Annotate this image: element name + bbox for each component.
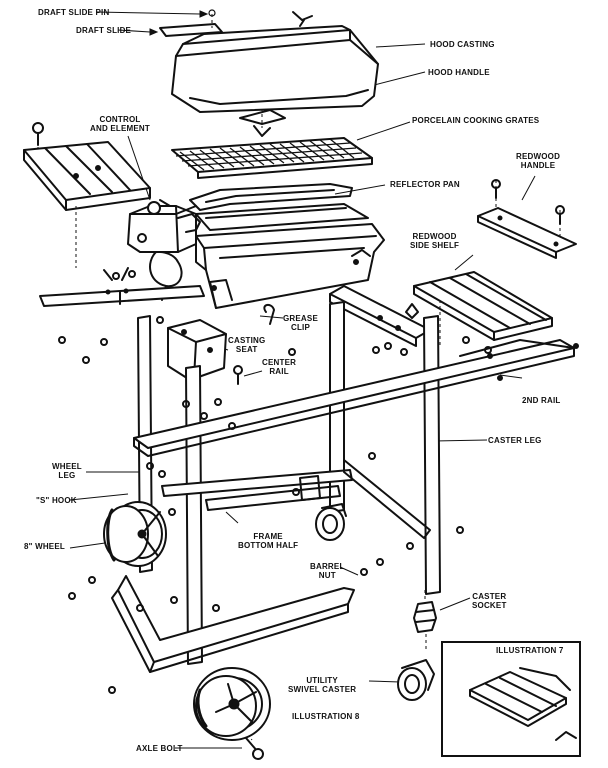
utility-swivel-caster-part [397,659,435,701]
illustration-7-label: ILLUSTRATION 7 [496,646,564,655]
bottom-frame-tray-part [111,575,355,673]
draft-slide-label: DRAFT SLIDE [76,26,132,35]
back-caster-part [315,503,347,541]
grease-clip-part [263,304,275,325]
frame-bottom-half-label: FRAME BOTTOM HALF [238,532,299,550]
eight-inch-wheel-part [103,501,167,567]
axle-bolt-part [245,737,264,760]
reflector-pan-part [195,203,369,231]
redwood-handle-label: REDWOOD HANDLE [516,152,561,170]
casting-seat-label: CASTING SEAT [228,336,266,354]
eight-inch-wheel-label: 8" WHEEL [24,542,65,551]
hood-casting-part [171,25,379,137]
redwood-handle-part [477,179,577,259]
second-rail-label: 2ND RAIL [522,396,561,405]
s-hook-label: "S" HOOK [36,496,77,505]
wheel-leg-label: WHEEL LEG [52,462,82,480]
redwood-side-shelf-label: REDWOOD SIDE SHELF [410,232,460,250]
caster-socket-part [413,601,437,633]
draft-slide-pin-part [208,9,216,17]
porcelain-cooking-grates-part [171,137,373,179]
illustration-8-label: ILLUSTRATION 8 [292,712,360,721]
caster-socket-label: CASTER SOCKET [472,592,507,610]
left-redwood-shelf-part [23,141,151,211]
control-unit-part [127,199,201,301]
firebox-casting-part [195,223,385,309]
casting-seat-part [167,319,227,381]
caster-leg-label: CASTER LEG [488,436,542,445]
reflector-pan-label: REFLECTOR PAN [390,180,460,189]
barrel-nut-label: BARREL NUT [310,562,345,580]
porcelain-cooking-grates-label: PORCELAIN COOKING GRATES [412,116,540,125]
utility-swivel-caster-label: UTILITY SWIVEL CASTER [288,676,357,694]
illustration-7-inset [441,641,581,757]
axle-wheel-part [193,667,271,741]
control-and-element-label: CONTROL AND ELEMENT [90,115,150,133]
draft-slide-pin-label: DRAFT SLIDE PIN [38,8,110,17]
caster-leg-part [329,301,441,595]
hood-handle-label: HOOD HANDLE [428,68,490,77]
redwood-side-shelf-part [413,271,553,341]
left-support-rail-part [39,267,205,307]
hood-casting-label: HOOD CASTING [430,40,495,49]
fastener-hardware [58,270,492,694]
screw-hardware [32,122,44,146]
frame-bottom-half-part [161,459,431,539]
second-rail-part [459,339,579,381]
heating-element-part [189,183,353,211]
center-rail-label: CENTER RAIL [262,358,297,376]
axle-bolt-label: AXLE BOLT [136,744,183,753]
grease-clip-label: GREASE CLIP [283,314,318,332]
